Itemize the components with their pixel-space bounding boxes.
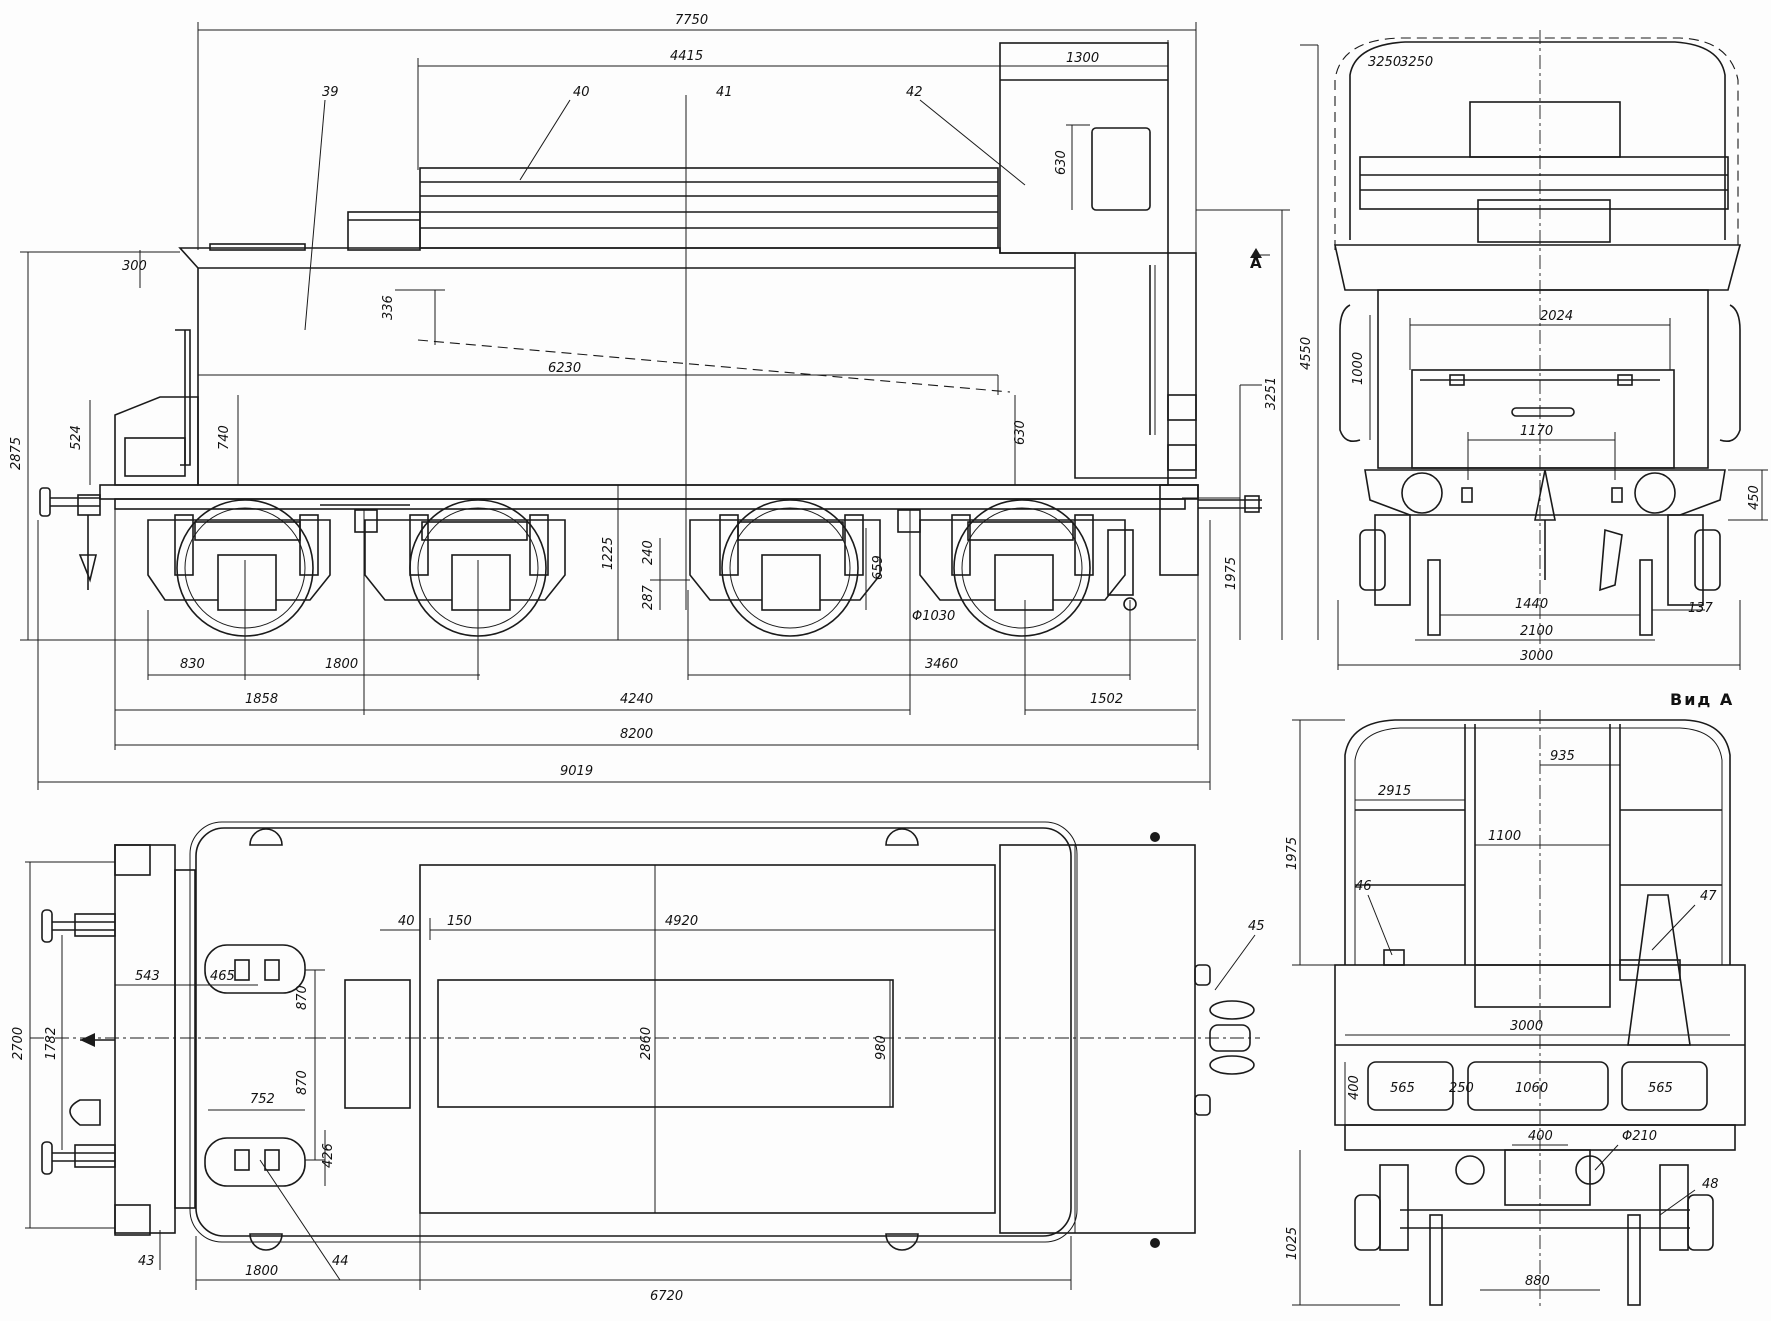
- dim-roof-width: 3250: [1368, 55, 1401, 70]
- front-dim-3250: 3250: [1400, 55, 1433, 70]
- plan-dim-426: 426: [321, 1143, 336, 1168]
- plan-dim-752: 752: [250, 1092, 275, 1107]
- plan-dim-870-lower: 870: [295, 1070, 310, 1095]
- plan-dim-1782: 1782: [44, 1027, 59, 1060]
- dim-cab-length: 1300: [1066, 51, 1099, 66]
- front-view: 2024 1000 1170 450 1440 137 2100 3000: [1334, 30, 1768, 670]
- dim-slope-height: 336: [381, 295, 396, 320]
- dim-top-rim: 300: [122, 259, 147, 274]
- callout-41: 41: [716, 85, 733, 100]
- view-a-dim-1025: 1025: [1285, 1227, 1300, 1260]
- dim-3460: 3460: [925, 657, 958, 672]
- dim-coal-bunker-length: 4415: [670, 49, 703, 64]
- callout-39: 39: [322, 85, 339, 100]
- front-dim-1170: 1170: [1520, 424, 1553, 439]
- dim-rear-630: 630: [1013, 420, 1028, 445]
- plan-dim-150: 150: [447, 914, 472, 929]
- plan-dim-40: 40: [398, 914, 415, 929]
- dim-step-height: 524: [69, 425, 84, 450]
- dim-frame-length: 8200: [620, 727, 653, 742]
- view-a-dim-880: 880: [1525, 1274, 1550, 1289]
- plan-dim-1800: 1800: [245, 1264, 278, 1279]
- dim-1975: 1975: [1224, 557, 1239, 590]
- plan-dim-870-upper: 870: [295, 985, 310, 1010]
- front-dim-3000: 3000: [1520, 649, 1553, 664]
- dim-wheel-diameter: Φ1030: [912, 609, 955, 624]
- front-dim-2100: 2100: [1520, 624, 1553, 639]
- dim-659: 659: [871, 555, 886, 580]
- view-a-dim-400-left: 400: [1347, 1075, 1362, 1100]
- dim-1502: 1502: [1090, 692, 1123, 707]
- dim-height-3251: 3251: [1264, 377, 1279, 410]
- front-dim-450: 450: [1747, 485, 1762, 510]
- view-a-dim-phi210: Φ210: [1622, 1129, 1657, 1144]
- dim-1858: 1858: [245, 692, 278, 707]
- view-a-dim-400: 400: [1528, 1129, 1553, 1144]
- dim-window-height: 630: [1054, 150, 1069, 175]
- callout-45: 45: [1248, 919, 1265, 934]
- dim-tank-floor: 6230: [548, 361, 581, 376]
- view-a-dim-250: 250: [1449, 1081, 1474, 1096]
- plan-dim-465: 465: [210, 969, 235, 984]
- callout-48: 48: [1702, 1177, 1719, 1192]
- dim-overall-length: 7750: [675, 13, 708, 28]
- dim-length-over-buffers: 9019: [560, 764, 593, 779]
- callout-43: 43: [138, 1254, 155, 1269]
- view-a-dim-565-left: 565: [1390, 1081, 1415, 1096]
- front-dim-1440: 1440: [1515, 597, 1548, 612]
- plan-dim-980: 980: [874, 1035, 889, 1060]
- view-a-dim-565-right: 565: [1648, 1081, 1673, 1096]
- dim-front-tank-height: 740: [217, 425, 232, 450]
- plan-dim-6720: 6720: [650, 1289, 683, 1304]
- view-a-dim-1060: 1060: [1515, 1081, 1548, 1096]
- view-a-title: Вид А: [1670, 690, 1734, 709]
- plan-dim-4920: 4920: [665, 914, 698, 929]
- dim-bogie-centers: 4240: [620, 692, 653, 707]
- view-a-dim-2915: 2915: [1378, 784, 1411, 799]
- dim-240: 240: [641, 540, 656, 565]
- front-dim-1000: 1000: [1351, 352, 1366, 385]
- callout-40: 40: [573, 85, 590, 100]
- callout-46: 46: [1355, 879, 1372, 894]
- dim-frame-height: 1225: [601, 537, 616, 570]
- plan-dim-543: 543: [135, 969, 160, 984]
- view-a-dim-1975: 1975: [1285, 837, 1300, 870]
- front-dim-2024: 2024: [1540, 309, 1573, 324]
- view-a-marker: A: [1250, 254, 1262, 272]
- dim-height-2875: 2875: [9, 437, 24, 470]
- plan-dim-2860: 2860: [639, 1027, 654, 1060]
- front-dim-137: 137: [1688, 601, 1714, 616]
- dim-830: 830: [180, 657, 205, 672]
- dim-wheelbase-1800: 1800: [325, 657, 358, 672]
- plan-view: 40 150 4920 543 465 870 870 752 426 2860…: [11, 821, 1265, 1304]
- view-a-dim-1100: 1100: [1488, 829, 1521, 844]
- plan-dim-2700: 2700: [11, 1027, 26, 1060]
- side-view: 7750 4415 1300 3250 630 300 336 6230 524…: [9, 13, 1401, 790]
- view-a-dim-935: 935: [1550, 749, 1575, 764]
- view-a-dim-3000: 3000: [1510, 1019, 1543, 1034]
- callout-47: 47: [1700, 889, 1717, 904]
- dim-287: 287: [641, 584, 656, 610]
- dim-height-4550: 4550: [1299, 337, 1314, 370]
- callout-44: 44: [332, 1254, 349, 1269]
- callout-42: 42: [906, 85, 923, 100]
- view-a: Вид А: [1285, 690, 1746, 1310]
